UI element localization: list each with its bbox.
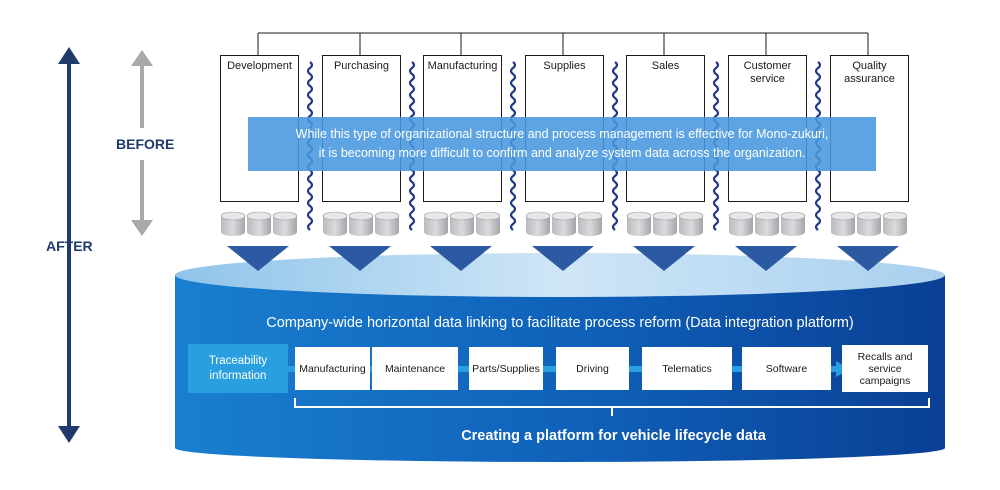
lifecycle-stage-label: Parts/Supplies [472,362,540,375]
lifecycle-stage-box: Maintenance [372,347,458,390]
lifecycle-stage-label: Driving [576,362,609,375]
lifecycle-stage-label: Telematics [662,362,712,375]
department-label: Development [227,60,292,72]
lifecycle-stage-box: Telematics [642,347,732,390]
down-arrow-icon [227,246,289,271]
database-icon [220,211,246,236]
lifecycle-bracket [294,398,930,416]
after-arrow-icon [58,47,80,443]
lifecycle-stage-label: Recalls and service campaigns [857,350,913,387]
database-icon [475,211,501,236]
department-label: Supplies [543,60,586,72]
lifecycle-stage-label: Software [765,362,808,375]
database-icon [780,211,806,236]
database-icon [882,211,908,236]
database-icon [374,211,400,236]
traceability-label: Traceability information [208,354,268,382]
banner-line-2: it is becoming more difficult to confirm… [318,146,806,160]
lifecycle-stage-box: Manufacturing [295,347,370,390]
database-icon [856,211,882,236]
department-label: Sales [651,60,680,72]
database-icon [551,211,577,236]
database-icon [423,211,449,236]
platform-title: Company-wide horizontal data linking to … [266,315,854,331]
database-icon [754,211,780,236]
department-label: Quality assurance [844,60,895,85]
database-icon [322,211,348,236]
department-label: Manufacturing [427,60,498,72]
database-icon [652,211,678,236]
database-icon [525,211,551,236]
before-label: BEFORE [116,136,175,152]
before-arrow-icon [131,50,153,236]
down-arrow-icon [532,246,594,271]
database-icon [246,211,272,236]
down-arrow-icon [329,246,391,271]
database-icon [678,211,704,236]
down-arrow-icon [633,246,695,271]
traceability-box: Traceability information [188,344,288,393]
org-connectors [257,32,869,55]
platform-subtitle: Creating a platform for vehicle lifecycl… [461,428,766,444]
database-icon [272,211,298,236]
database-icon [830,211,856,236]
database-icon [728,211,754,236]
department-label: Customer service [743,60,792,85]
down-arrow-icon [837,246,899,271]
database-icon [348,211,374,236]
before-banner: While this type of organizational struct… [248,117,876,171]
down-arrow-icon [735,246,797,271]
lifecycle-stage-label: Maintenance [384,362,446,375]
database-icon [449,211,475,236]
banner-line-1: While this type of organizational struct… [295,127,829,141]
lifecycle-stage-box: Recalls and service campaigns [842,345,928,392]
lifecycle-stage-box: Driving [556,347,629,390]
lifecycle-stage-box: Parts/Supplies [469,347,543,390]
lifecycle-stage-box: Software [742,347,831,390]
department-label: Purchasing [333,60,390,72]
database-icon [626,211,652,236]
lifecycle-stage-label: Manufacturing [299,362,366,375]
after-label: AFTER [46,238,93,254]
down-arrow-icon [430,246,492,271]
database-icon [577,211,603,236]
